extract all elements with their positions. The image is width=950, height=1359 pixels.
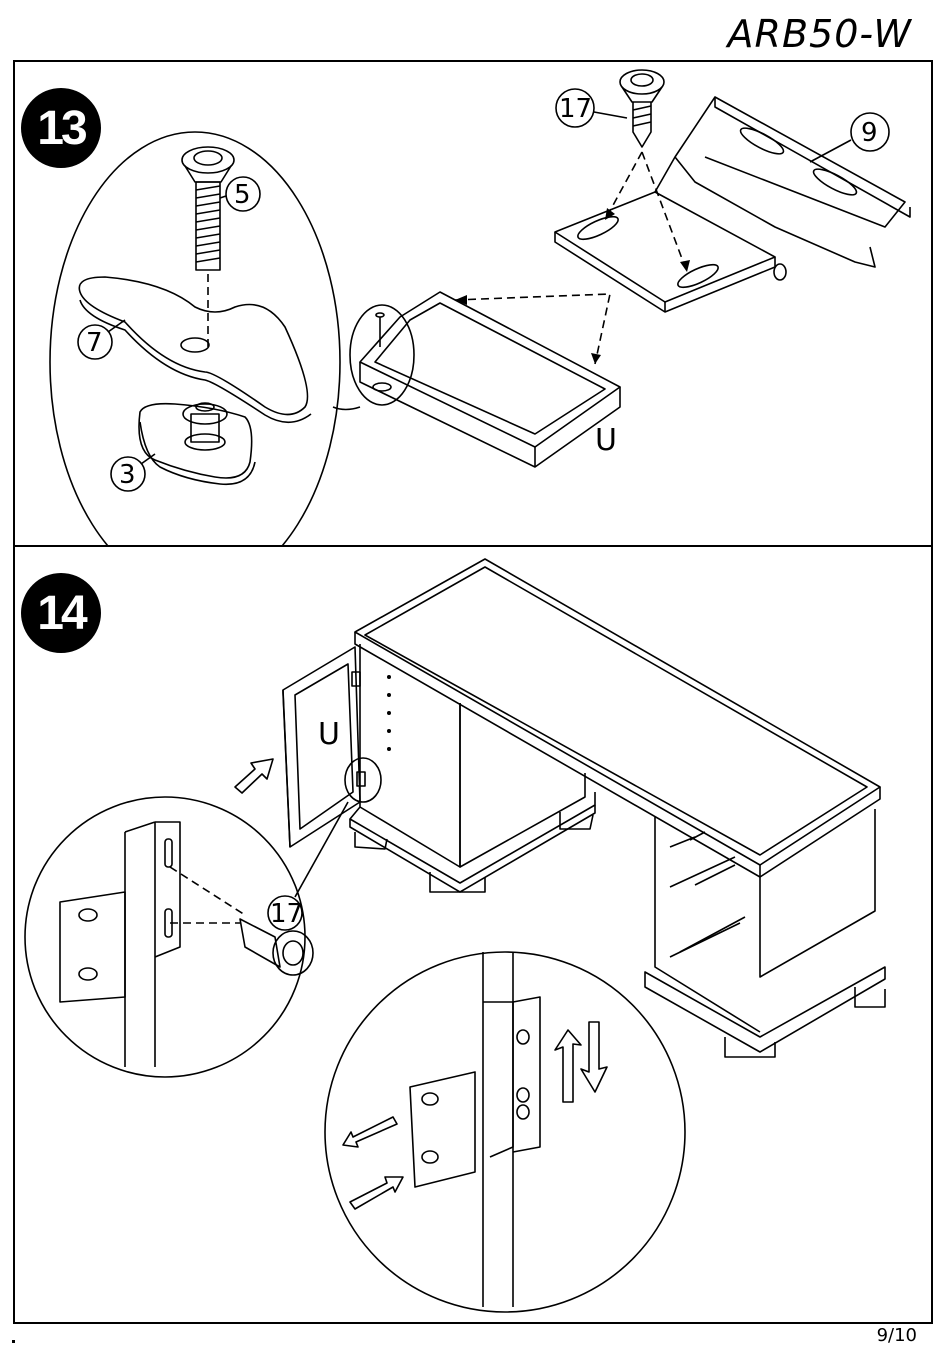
- hinge-left-icon: [60, 822, 180, 1067]
- step-14-illustration: U 17: [15, 547, 931, 1322]
- tray-icon: [360, 292, 620, 467]
- long-screw-icon: [182, 147, 234, 352]
- desk-icon: [350, 559, 885, 1057]
- arrow-in-icon: [350, 1177, 403, 1209]
- step-13-illustration: 5 7 3 U: [15, 62, 931, 545]
- plate-icon: [79, 277, 307, 415]
- short-screw-icon: [620, 70, 664, 147]
- label-tray-u: U: [595, 423, 617, 458]
- insert-arrow-icon: [235, 759, 273, 793]
- label-plate: 7: [86, 328, 103, 358]
- label-hinge-screw: 17: [270, 899, 303, 929]
- hinge-adjust-icon: [410, 952, 540, 1307]
- corner-mark: [12, 1340, 15, 1343]
- label-screw-long: 5: [234, 180, 251, 210]
- step-14-panel: 14: [13, 545, 933, 1324]
- label-glide: 3: [119, 460, 136, 490]
- arrow-out-icon: [343, 1117, 397, 1147]
- arrow-up-icon: [555, 1030, 581, 1102]
- label-door-u: U: [318, 717, 340, 752]
- glide-icon: [139, 403, 255, 484]
- label-bracket: 9: [861, 118, 878, 148]
- hinge-detail-left: [25, 797, 305, 1077]
- model-code: ARB50-W: [728, 12, 912, 56]
- bracket-icon: [555, 97, 910, 312]
- page-number: 9/10: [877, 1325, 917, 1346]
- step-13-panel: 13 5 7: [13, 60, 933, 547]
- label-screw-short: 17: [559, 94, 592, 124]
- arrow-down-icon: [581, 1022, 607, 1092]
